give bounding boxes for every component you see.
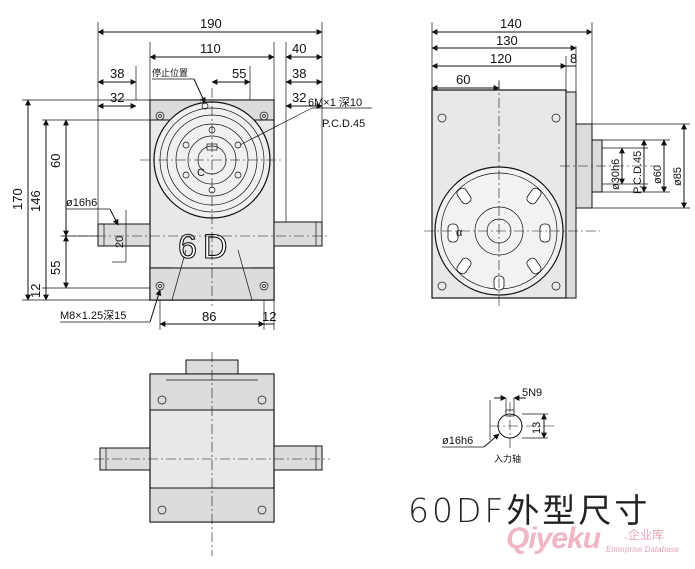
disc-slots	[447, 187, 551, 291]
pcd-label-front: P.C.D.45	[322, 118, 365, 130]
drawing-title: 60DF外型尺寸	[408, 491, 651, 530]
dim-38-right: 38	[292, 66, 306, 81]
dim-38-left: 38	[110, 66, 124, 81]
dim-phi85: ø85	[672, 167, 684, 186]
dim-32-right: 32	[292, 90, 306, 105]
dim-120: 120	[490, 51, 512, 66]
dim-86: 86	[202, 309, 216, 324]
dim-pcd45-side: P.C.D.45	[632, 151, 644, 194]
depth-label: 13	[531, 422, 543, 434]
dim-8: 8	[570, 51, 577, 66]
dim-146: 146	[28, 190, 43, 212]
detail-view: 5N9 13 ø16h6 入力轴	[442, 387, 556, 464]
watermark-brand: Qiyeku	[506, 522, 601, 555]
watermark-cn: .企业库	[624, 528, 664, 542]
shaft-diameter-label: ø16h6	[66, 197, 97, 209]
dim-40: 40	[292, 41, 306, 56]
side-flange	[565, 91, 577, 299]
bottom-right-shaft	[273, 445, 323, 471]
mount-screw-label: M8×1.25深15	[60, 309, 126, 322]
dim-130: 130	[496, 33, 518, 48]
dim-phi60: ø60	[652, 165, 664, 184]
model-mark: 6D	[178, 228, 233, 266]
front-left-shaft	[97, 223, 151, 247]
detail-shaft-label: ø16h6	[442, 435, 473, 447]
dim-110: 110	[200, 41, 221, 56]
front-right-shaft	[273, 221, 323, 247]
stop-position-label: 停止位置	[152, 67, 188, 78]
dim-12-left: 12	[28, 284, 43, 298]
dim-60-side: 60	[456, 72, 470, 87]
corner-bolts	[155, 111, 269, 291]
dim-55-left: 55	[48, 261, 63, 275]
dim-phi30h6: ø30h6	[610, 159, 622, 190]
dim-12-bottom: 12	[262, 309, 276, 324]
bottom-view	[94, 352, 330, 556]
input-shaft-caption: 入力轴	[494, 453, 521, 464]
dim-170: 170	[10, 188, 25, 210]
dim-55: 55	[232, 66, 246, 81]
watermark-logo: Qiyeku .企业库 Enterprise Database	[506, 522, 686, 562]
dim-60: 60	[48, 154, 63, 168]
dim-190: 190	[200, 16, 222, 31]
front-view: 6D C 190 110 40 38 55 38 32 32	[10, 16, 372, 330]
watermark-sub: Enterprise Database	[606, 545, 679, 554]
dim-140: 140	[500, 16, 522, 31]
angle-alpha: α	[456, 227, 463, 239]
angle-mark-c: C	[197, 167, 205, 179]
side-view: α 140 130 120 8 60 ø30	[424, 16, 690, 306]
dim-32-left: 32	[110, 90, 124, 105]
screw-label: 6M×1 深10	[308, 96, 362, 109]
shaft-dim-20: 20	[114, 236, 126, 248]
key-label: 5N9	[522, 387, 542, 399]
